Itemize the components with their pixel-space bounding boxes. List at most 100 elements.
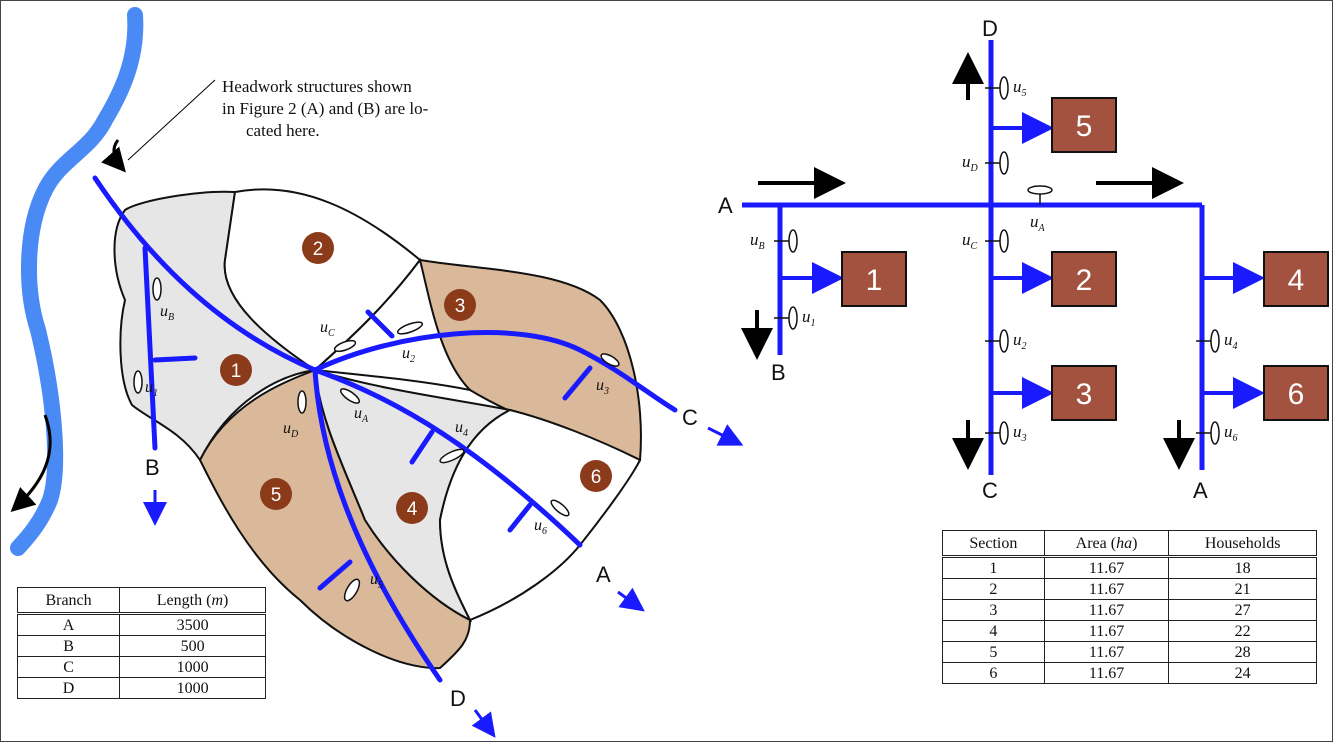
section-box-5-number: 5 — [1076, 110, 1093, 143]
header-branch: Branch — [16, 587, 121, 615]
section-2-marker — [302, 232, 334, 264]
section-box-6-number: 6 — [1288, 378, 1305, 411]
gate-u3-schematic — [999, 421, 1009, 445]
gate-u6-map — [550, 499, 570, 517]
header-section: Section — [942, 530, 1045, 558]
section-box-4 — [1263, 251, 1329, 307]
gate-label-uD-schematic: uD — [962, 152, 979, 174]
map-gates — [133, 277, 620, 602]
annotation-line-2: in Figure 2 (A) and (B) are lo- — [222, 99, 429, 118]
gate-label-u6-map: u6 — [534, 517, 547, 537]
section-box-3 — [1051, 365, 1117, 421]
schematic-gates — [774, 76, 1220, 445]
map-branch-label-C: C — [682, 405, 698, 430]
section-5-number: 5 — [271, 485, 282, 506]
section-box-3-number: 3 — [1076, 378, 1093, 411]
offtake-stub-2 — [365, 309, 395, 339]
schematic-flow-arrows — [741, 52, 1195, 470]
gate-u5-schematic — [999, 76, 1009, 100]
section-box-2-number: 2 — [1076, 264, 1093, 297]
schematic-label-A-inlet: A — [718, 193, 733, 218]
gate-label-u4-map: u4 — [455, 419, 468, 439]
section-6-number: 6 — [591, 467, 602, 488]
gate-uD-schematic — [999, 151, 1009, 175]
annotation-line-3: cated here. — [246, 121, 320, 140]
river-flow-arrow — [10, 414, 52, 513]
section-2-number: 2 — [313, 239, 324, 260]
schematic-offtake-arrows — [780, 112, 1265, 409]
gate-uC-map — [333, 339, 357, 353]
river — [10, 7, 144, 556]
gate-label-uB-map: uB — [160, 303, 174, 323]
gate-label-uB-schematic: uB — [750, 230, 765, 252]
schematic-canals — [742, 40, 1205, 475]
map-branch-label-B: B — [145, 455, 160, 480]
gate-u3-map — [600, 353, 620, 367]
branch-canal-D — [312, 367, 443, 683]
section-4-marker — [396, 492, 428, 524]
header-households: Households — [1168, 530, 1317, 558]
gate-label-u1-map: u1 — [145, 379, 158, 399]
offtake-stub-5 — [317, 559, 353, 591]
gate-uB-map — [152, 277, 162, 301]
offtake-stub-3 — [562, 365, 593, 401]
gate-uC-schematic — [999, 229, 1009, 253]
gate-label-u2-schematic: u2 — [1013, 330, 1027, 352]
map-branch-label-A: A — [596, 562, 611, 587]
gate-u2-schematic — [999, 329, 1009, 353]
gate-uB-schematic — [788, 229, 798, 253]
gate-u2-map — [396, 321, 424, 335]
offtake-stub-6 — [507, 502, 533, 533]
schematic-label-D: D — [982, 16, 998, 41]
header-area: Area (ha) — [1043, 530, 1170, 558]
section-3-number: 3 — [455, 296, 466, 317]
gate-u6-schematic — [1210, 421, 1220, 445]
gate-u4-map — [439, 448, 465, 464]
map-section-markers — [220, 232, 612, 524]
gate-uD-map — [297, 390, 307, 414]
section-box-1 — [841, 251, 907, 307]
section-1-number: 1 — [231, 361, 242, 382]
map-branch-label-D: D — [450, 686, 466, 711]
section-4-number: 4 — [407, 499, 418, 520]
gate-label-uD-map: uD — [283, 420, 299, 440]
gate-label-u4-schematic: u4 — [1224, 330, 1238, 352]
schematic-label-B: B — [771, 360, 786, 385]
section-6-marker — [580, 460, 612, 492]
schematic-label-A-end: A — [1193, 478, 1208, 503]
gate-label-u5-map: u5 — [370, 571, 383, 591]
gate-label-u2-map: u2 — [402, 345, 415, 365]
section-3-marker — [444, 289, 476, 321]
schematic-label-C: C — [982, 478, 998, 503]
branch-canal-B — [142, 245, 158, 451]
map-regions — [113, 188, 642, 670]
section-box-6 — [1263, 365, 1329, 421]
map-outflow-arrows — [143, 424, 744, 738]
gate-label-uC-schematic: uC — [962, 230, 978, 252]
gate-label-u3-schematic: u3 — [1013, 422, 1027, 444]
gate-label-u5-schematic: u5 — [1013, 77, 1027, 99]
header-length: Length (m) — [119, 587, 266, 615]
branch-canal-C — [312, 330, 678, 413]
section-5-marker — [260, 478, 292, 510]
gate-u4-schematic — [1210, 329, 1220, 353]
gate-u5-map — [343, 578, 361, 602]
gate-label-uC-map: uC — [320, 319, 335, 339]
gate-uA-map — [339, 388, 361, 404]
headwork-pointer-arrow — [101, 79, 216, 173]
headwork-annotation: Headwork structures shown in Figure 2 (A… — [222, 76, 428, 142]
annotation-line-1: Headwork structures shown — [222, 77, 412, 96]
section-box-1-number: 1 — [866, 264, 883, 297]
section-box-2 — [1051, 251, 1117, 307]
offtake-stub-1 — [152, 355, 198, 363]
